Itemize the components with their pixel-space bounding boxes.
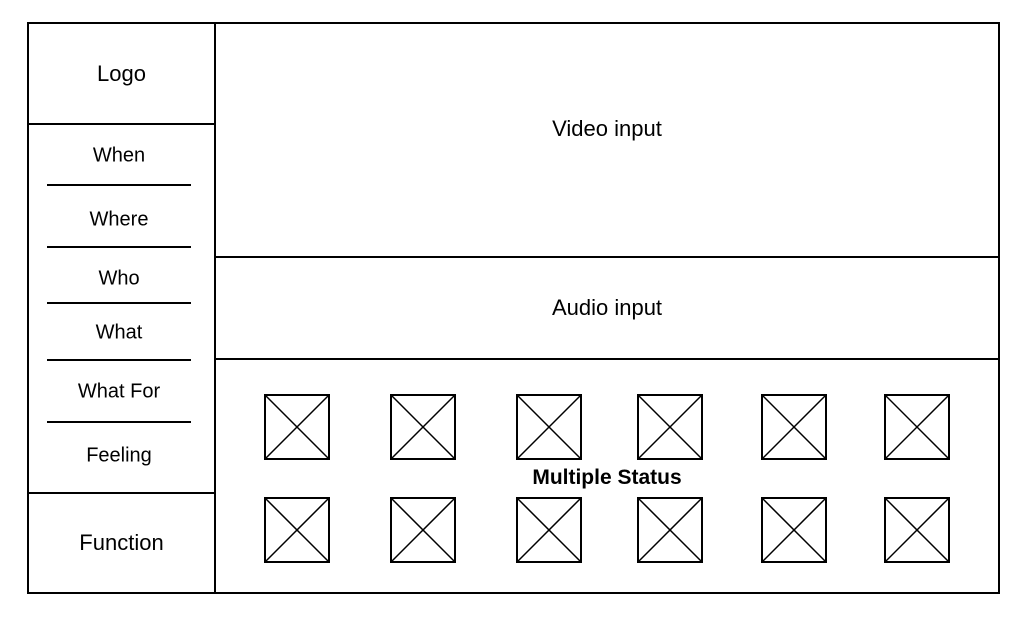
status-item[interactable] <box>516 394 582 460</box>
layout-frame: Logo When Where Who What What For Feelin… <box>27 22 1000 594</box>
nav-divider <box>47 184 191 186</box>
function-button[interactable]: Function <box>29 492 214 592</box>
image-placeholder-icon <box>884 394 950 460</box>
sidebar-item-feeling[interactable]: Feeling <box>86 444 152 467</box>
status-item[interactable] <box>516 497 582 563</box>
image-placeholder-icon <box>390 497 456 563</box>
status-item[interactable] <box>761 394 827 460</box>
status-panel: Multiple Status <box>216 360 998 592</box>
status-item[interactable] <box>637 394 703 460</box>
status-item[interactable] <box>884 497 950 563</box>
image-placeholder-icon <box>390 394 456 460</box>
image-placeholder-icon <box>264 394 330 460</box>
status-label: Multiple Status <box>532 466 682 489</box>
status-item[interactable] <box>390 497 456 563</box>
audio-input-label: Audio input <box>551 295 663 320</box>
status-item[interactable] <box>264 497 330 563</box>
image-placeholder-icon <box>516 394 582 460</box>
image-placeholder-icon <box>637 394 703 460</box>
nav-divider <box>47 302 191 304</box>
status-item[interactable] <box>390 394 456 460</box>
sidebar-item-when[interactable]: When <box>92 144 146 167</box>
image-placeholder-icon <box>516 497 582 563</box>
sidebar: Logo When Where Who What What For Feelin… <box>29 24 216 592</box>
image-placeholder-icon <box>637 497 703 563</box>
image-placeholder-icon <box>761 497 827 563</box>
image-placeholder-icon <box>761 394 827 460</box>
sidebar-item-who[interactable]: Who <box>98 267 140 290</box>
sidebar-item-where[interactable]: Where <box>89 208 149 231</box>
status-item[interactable] <box>264 394 330 460</box>
video-input-panel[interactable]: Video input <box>216 24 998 258</box>
image-placeholder-icon <box>264 497 330 563</box>
status-item[interactable] <box>637 497 703 563</box>
nav-divider <box>47 421 191 423</box>
status-item[interactable] <box>884 394 950 460</box>
sidebar-item-what[interactable]: What <box>95 321 143 344</box>
video-input-label: Video input <box>552 116 662 141</box>
image-placeholder-icon <box>884 497 950 563</box>
sidebar-item-what-for[interactable]: What For <box>77 380 161 403</box>
status-item[interactable] <box>761 497 827 563</box>
logo: Logo <box>29 24 214 125</box>
nav-divider <box>47 359 191 361</box>
nav-divider <box>47 246 191 248</box>
audio-input-panel[interactable]: Audio input <box>216 258 998 360</box>
